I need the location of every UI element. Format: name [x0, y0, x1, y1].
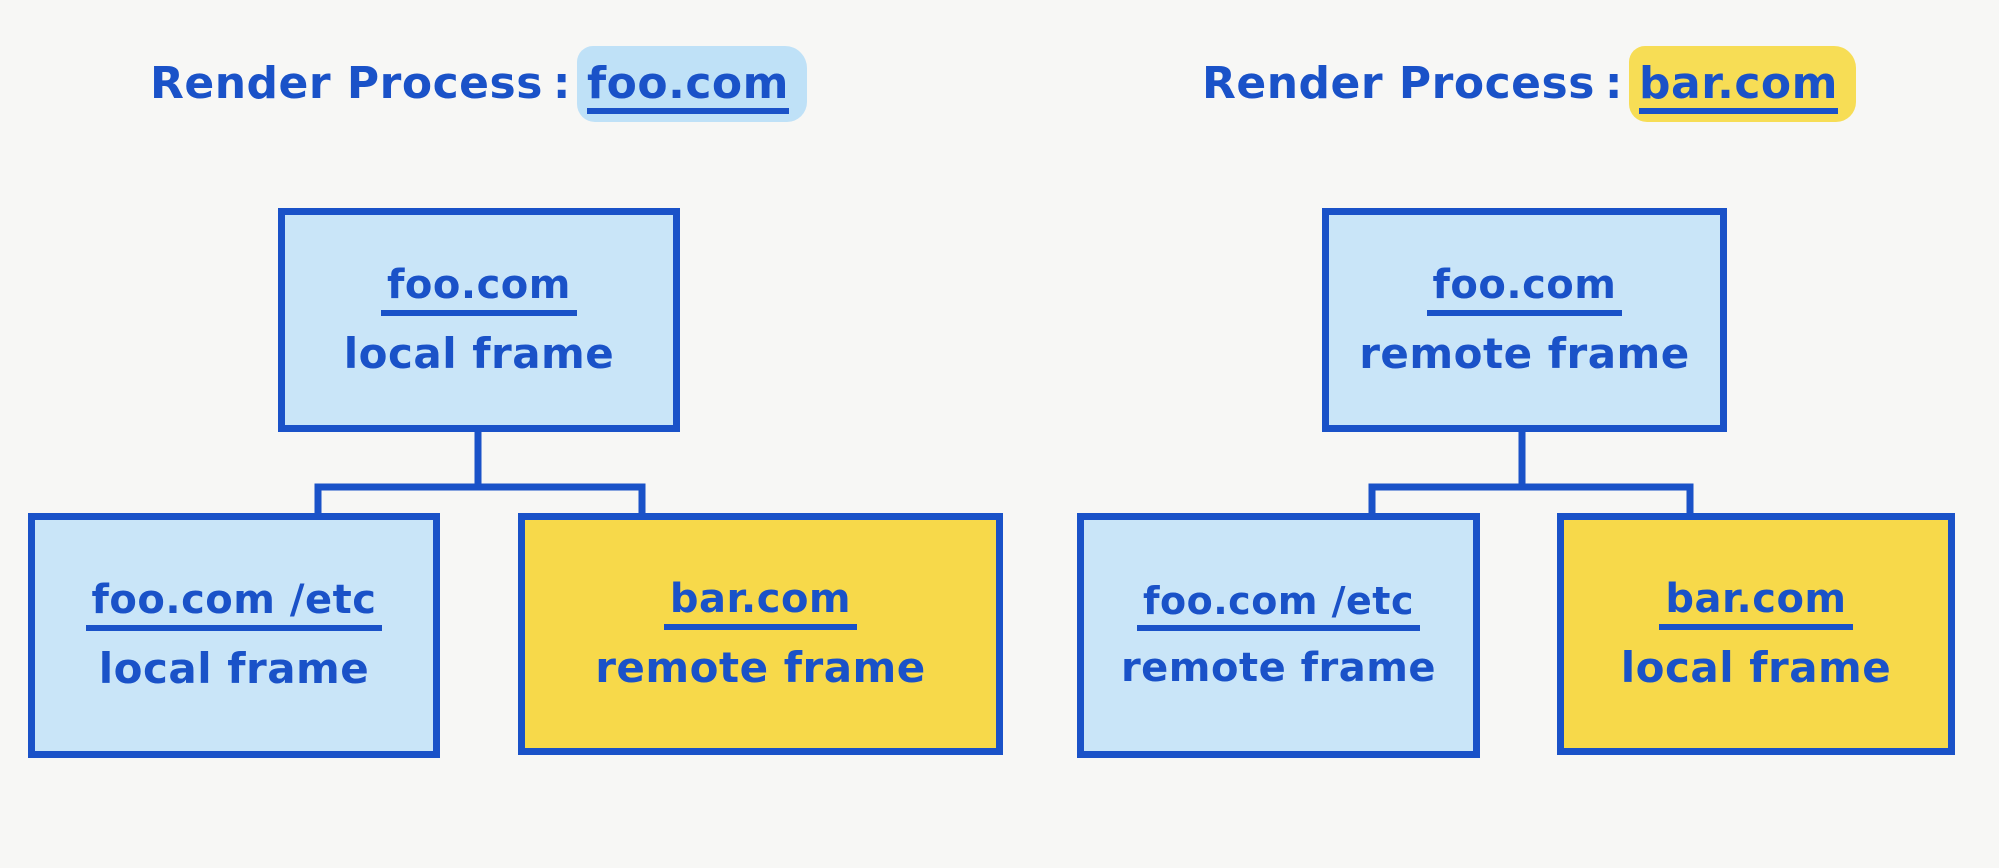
process-title-prefix: Render Process — [150, 58, 543, 109]
process-title-prefix: Render Process — [1202, 58, 1595, 109]
frame-node-right-root[interactable]: foo.com remote frame — [1322, 208, 1727, 432]
frame-node-left-child-right[interactable]: bar.com remote frame — [518, 513, 1003, 755]
process-title-origin-highlight: bar.com — [1629, 46, 1856, 122]
frame-kind: local frame — [1620, 642, 1892, 692]
frame-origin: foo.com — [381, 264, 577, 316]
process-title-origin: bar.com — [1639, 62, 1838, 114]
process-title-origin: foo.com — [587, 62, 789, 114]
process-title-origin-highlight: foo.com — [577, 46, 807, 122]
frame-node-right-child-left[interactable]: foo.com /etc remote frame — [1077, 513, 1480, 758]
process-title-bar: Render Process: bar.com — [1202, 46, 1856, 122]
frame-origin: foo.com /etc — [85, 579, 383, 632]
frame-kind: remote frame — [1359, 328, 1690, 378]
frame-origin: foo.com — [1426, 264, 1623, 316]
frame-kind: local frame — [98, 644, 370, 694]
frame-origin: bar.com — [1659, 578, 1853, 630]
frame-kind: remote frame — [595, 642, 926, 692]
frame-node-right-child-right[interactable]: bar.com local frame — [1557, 513, 1955, 755]
frame-kind: remote frame — [1120, 645, 1437, 692]
frame-node-left-child-left[interactable]: foo.com /etc local frame — [28, 513, 440, 758]
process-title-foo: Render Process: foo.com — [150, 46, 807, 122]
frame-node-left-root[interactable]: foo.com local frame — [278, 208, 680, 432]
frame-origin: bar.com — [663, 578, 858, 630]
frame-kind: local frame — [343, 328, 615, 378]
process-title-separator: : — [1604, 58, 1623, 109]
frame-origin: foo.com /etc — [1137, 581, 1420, 632]
process-title-separator: : — [552, 58, 571, 109]
